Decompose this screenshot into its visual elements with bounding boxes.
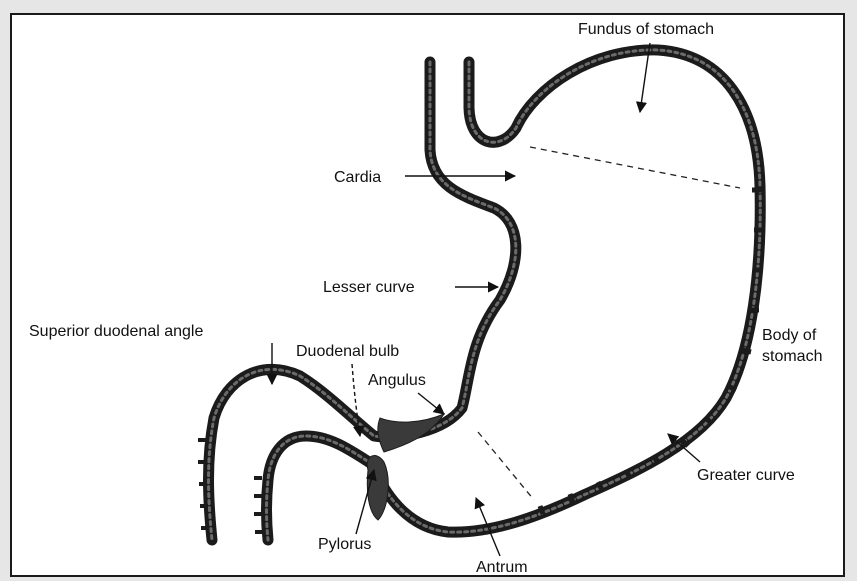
label-angulus: Angulus [368,372,426,389]
label-greater-curve: Greater curve [697,467,795,484]
label-duodenal-bulb: Duodenal bulb [296,343,399,360]
lesser-curve-wall [209,62,516,540]
label-cardia: Cardia [334,169,381,186]
label-fundus: Fundus of stomach [578,21,714,38]
pointer-angulus [418,393,444,414]
body-antrum-divider [478,432,534,500]
label-pylorus: Pylorus [318,536,371,553]
fundus-body-divider [530,147,740,188]
label-antrum: Antrum [476,559,528,576]
label-body-line2: stomach [762,348,822,365]
pylorus-wall [367,456,388,520]
label-body-line1: Body of [762,327,817,344]
label-lesser-curve: Lesser curve [323,279,415,296]
label-superior-duodenal-angle: Superior duodenal angle [29,323,203,340]
